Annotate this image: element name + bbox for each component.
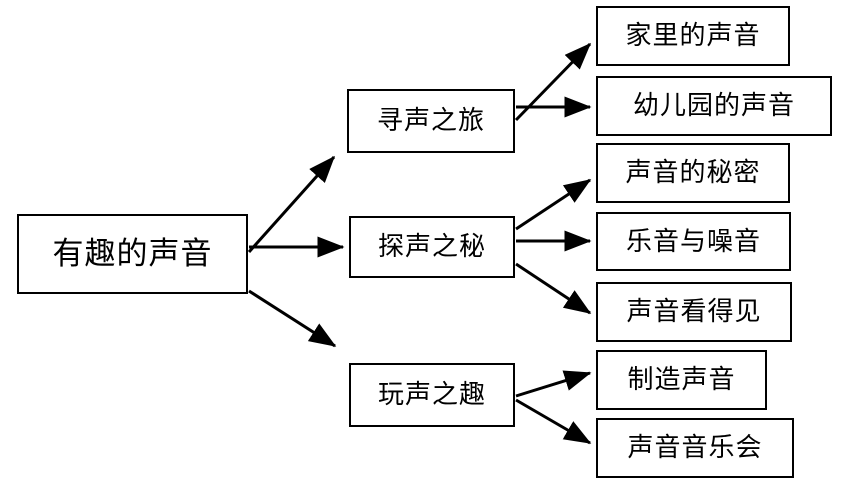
node-leaf-leyinyuzaoyin[interactable]: 乐音与噪音 <box>596 212 791 271</box>
node-leaf-label: 声音音乐会 <box>627 433 763 463</box>
node-leaf-label: 幼儿园的声音 <box>632 91 795 121</box>
edge-tanshengzhimi-to-shengyinkandejian <box>515 262 592 315</box>
node-leaf-jialidesheng[interactable]: 家里的声音 <box>596 6 790 66</box>
node-leaf-zhizaoshengyin[interactable]: 制造声音 <box>596 350 767 410</box>
node-leaf-shengyinyinyuehui[interactable]: 声音音乐会 <box>596 418 794 478</box>
node-root[interactable]: 有趣的声音 <box>17 214 248 294</box>
edge-xunshengzhilv-to-jialidesheng <box>514 42 592 122</box>
edge-root-to-wanshengzhiqu <box>248 289 337 348</box>
node-leaf-label: 乐音与噪音 <box>625 226 761 257</box>
node-leaf-label: 制造声音 <box>627 365 736 395</box>
node-root-label: 有趣的声音 <box>52 235 213 272</box>
node-leaf-shengyinkandejian[interactable]: 声音看得见 <box>596 282 792 342</box>
node-leaf-label: 声音看得见 <box>626 297 762 327</box>
node-branch-tanshengzhimi[interactable]: 探声之秘 <box>349 216 515 278</box>
node-leaf-youeryuandesheng[interactable]: 幼儿园的声音 <box>596 76 832 136</box>
node-branch-label: 寻声之旅 <box>376 106 485 136</box>
node-branch-label: 玩声之趣 <box>377 380 486 410</box>
node-leaf-label: 家里的声音 <box>625 21 761 51</box>
node-branch-wanshengzhiqu[interactable]: 玩声之趣 <box>349 363 515 427</box>
edge-wanshengzhiqu-to-zhizaoshengyin <box>515 370 592 398</box>
node-branch-label: 探声之秘 <box>377 232 486 262</box>
edge-root-to-xunshengzhilv <box>247 155 336 254</box>
edge-wanshengzhiqu-to-shengyinyinyuehui <box>515 398 592 445</box>
node-leaf-shengyindemimi[interactable]: 声音的秘密 <box>596 143 790 203</box>
node-leaf-label: 声音的秘密 <box>625 158 761 188</box>
edge-tanshengzhimi-to-shengyindemimi <box>515 178 592 231</box>
node-branch-xunshengzhilv[interactable]: 寻声之旅 <box>347 89 515 153</box>
